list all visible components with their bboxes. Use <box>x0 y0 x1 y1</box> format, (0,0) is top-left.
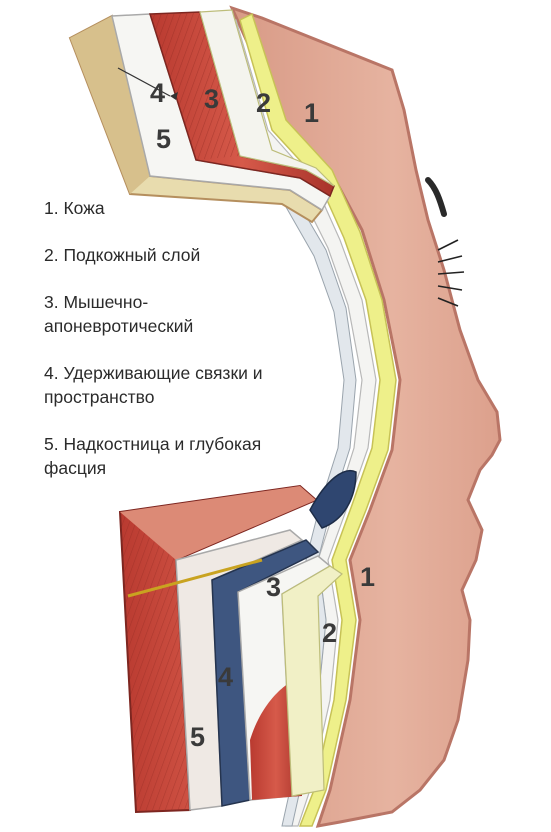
callout-bottom-3: 3 <box>266 572 281 602</box>
callout-top-5: 5 <box>156 124 171 154</box>
bottom-block-subcutaneous-layer <box>281 565 343 797</box>
callout-arrow <box>117 67 171 97</box>
legend-item-retaining-ligaments: 4. Удерживающие связки и пространство <box>44 363 263 407</box>
legend-item-periosteum: 5. Надкостница и глубокая фасция <box>44 434 262 478</box>
callout-top-2: 2 <box>256 88 271 118</box>
legend-item-musculo-aponeurotic: 3. Мышечно-апоневротический <box>44 292 194 336</box>
layers-legend: 1. Кожа 2. Подкожный слой 3. Мышечно-апо… <box>44 196 334 503</box>
top-block-muscle-fibers <box>150 12 240 160</box>
top-block-bone-edge <box>70 16 150 194</box>
callout-bottom-4: 4 <box>218 662 233 692</box>
legend-item-skin: 1. Кожа <box>44 198 105 218</box>
top-block-subcutaneous-layer <box>199 9 335 187</box>
callout-top-4: 4 <box>150 78 165 108</box>
callout-top-1: 1 <box>304 98 319 128</box>
callout-bottom-5: 5 <box>190 722 205 752</box>
bottom-block-muscle-top <box>120 486 316 560</box>
callout-bottom-2: 2 <box>322 618 337 648</box>
callout-top-3: 3 <box>204 84 219 114</box>
callout-bottom-1: 1 <box>360 562 375 592</box>
eyebrow <box>425 177 447 217</box>
eyelashes <box>437 239 465 307</box>
bottom-block-muscle-fibers <box>120 512 190 812</box>
face-profile-skin <box>229 5 502 828</box>
probe-needle <box>127 558 263 598</box>
legend-item-subcutaneous: 2. Подкожный слой <box>44 245 201 265</box>
ligament-pocket <box>309 469 357 529</box>
